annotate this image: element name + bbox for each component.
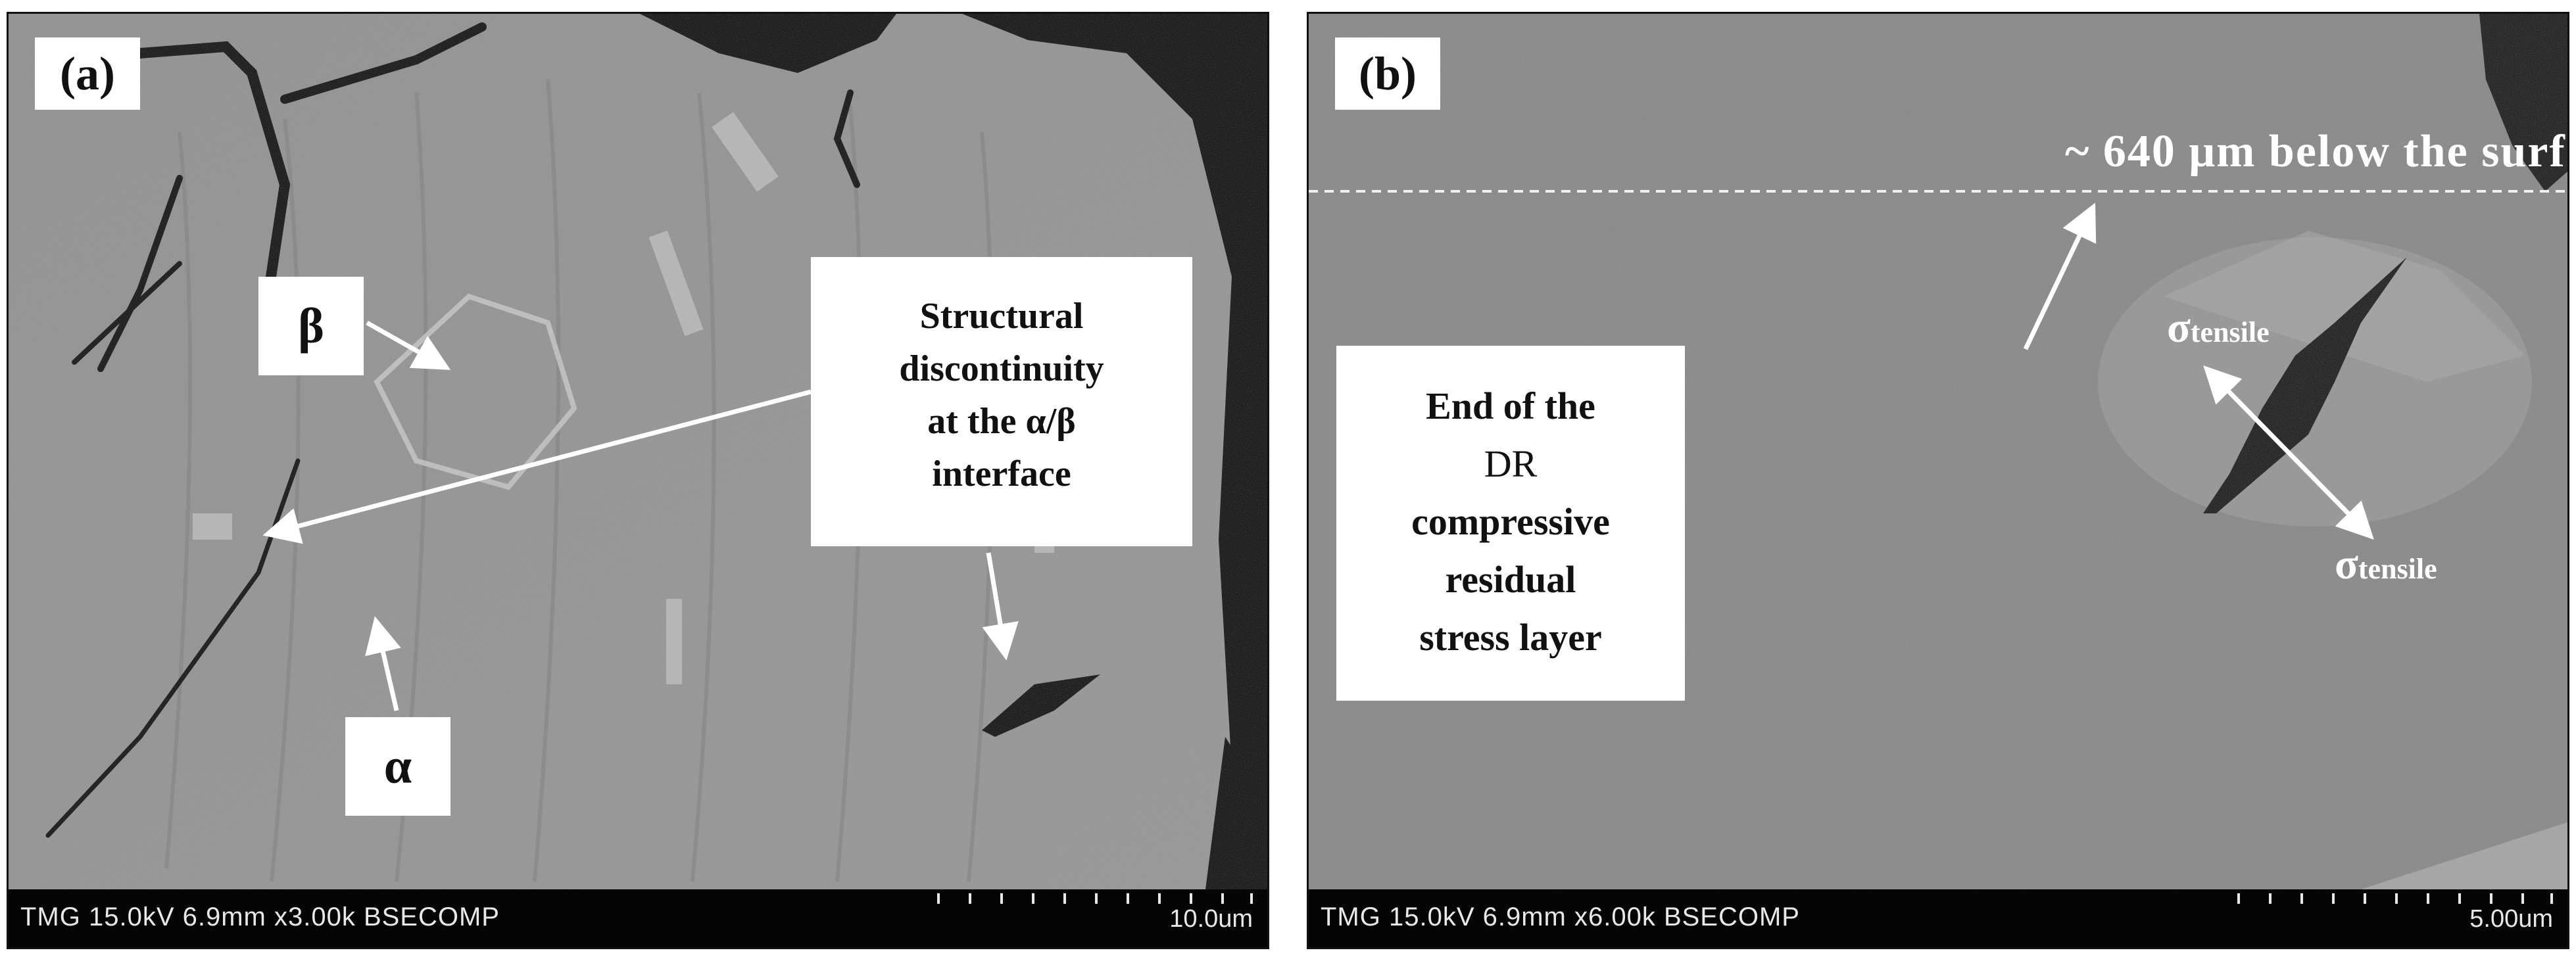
layer-line-1: End of the: [1426, 385, 1595, 427]
label-beta: β: [258, 277, 364, 375]
sigma-sub-lower: tensile: [2358, 553, 2437, 585]
sigma-symbol-upper: σ: [2167, 304, 2191, 352]
sigma-tensile-upper: σtensile: [2167, 303, 2270, 353]
sigma-sub-upper: tensile: [2190, 316, 2270, 348]
layer-line-4: residual: [1445, 558, 1576, 601]
sem-info-bar-a: TMG 15.0kV 6.9mm x3.00k BSECOMP 10.0um: [9, 889, 1267, 947]
discontinuity-line-3: at the α/β: [927, 401, 1076, 442]
label-alpha: α: [345, 717, 450, 816]
sigma-symbol-lower: σ: [2335, 540, 2358, 588]
scale-value-b: 5.00um: [2469, 905, 2553, 933]
discontinuity-line-4: interface: [932, 454, 1071, 494]
sigma-tensile-lower: σtensile: [2335, 540, 2437, 590]
beta-text: β: [297, 298, 325, 354]
sem-panel-b: (b) ~ 640 μm below the surface σtensile …: [1307, 12, 2569, 949]
layer-line-3: compressive: [1411, 500, 1610, 543]
layer-line-2: DR: [1484, 442, 1538, 485]
panel-label-a: (a): [35, 37, 140, 110]
sem-parameters-b: TMG 15.0kV 6.9mm x6.00k BSECOMP: [1321, 902, 1800, 931]
micrograph-b: [1309, 14, 2567, 889]
sem-info-bar-b: TMG 15.0kV 6.9mm x6.00k BSECOMP 5.00um: [1309, 889, 2567, 947]
layer-line-5: stress layer: [1419, 616, 1602, 659]
sem-parameters-a: TMG 15.0kV 6.9mm x3.00k BSECOMP: [20, 902, 500, 931]
discontinuity-line-2: discontinuity: [899, 348, 1104, 389]
scale-bar-b: [2237, 893, 2553, 904]
panel-label-text: (b): [1359, 47, 1417, 100]
alpha-text: α: [383, 739, 412, 794]
sem-panel-a: (a) β α Structural discontinuity at the …: [7, 12, 1269, 949]
depth-label: ~ 640 μm below the surface: [2065, 126, 2567, 178]
scale-bar-a: [937, 893, 1253, 904]
label-stress-layer: End of the DR compressive residual stres…: [1336, 346, 1685, 701]
discontinuity-line-1: Structural: [919, 296, 1084, 337]
depth-text: ~ 640 μm below the surface: [2065, 126, 2567, 177]
panel-label-text: (a): [60, 47, 115, 100]
label-discontinuity: Structural discontinuity at the α/β inte…: [811, 257, 1192, 546]
scale-value-a: 10.0um: [1169, 905, 1253, 933]
panel-label-b: (b): [1335, 37, 1440, 110]
